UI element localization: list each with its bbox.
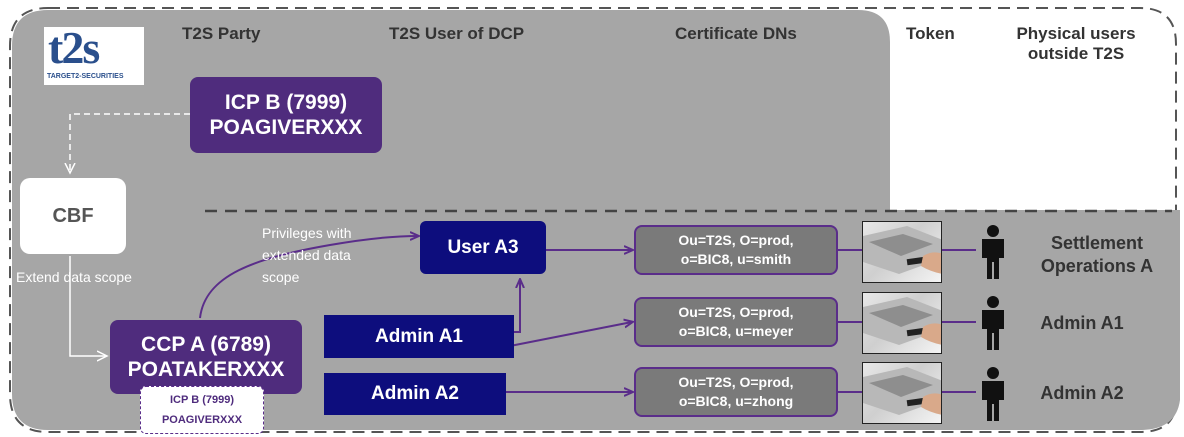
person-icon (982, 367, 1004, 421)
icp-b-small-line2: POAGIVERXXX (161, 414, 243, 426)
physical-user-admin-a1: Admin A1 (1022, 312, 1142, 335)
icpb-to-cbf-connector (70, 113, 190, 172)
icp-b-small-line1: ICP B (7999) (170, 394, 234, 406)
physical-user-2-line1: Admin A1 (1040, 313, 1124, 333)
icp-b-line2: POAGIVERXXX (209, 116, 363, 139)
header-token: Token (906, 24, 955, 43)
cert-zhong-line1: Ou=T2S, O=prod, (678, 374, 794, 390)
cert-meyer-line1: Ou=T2S, O=prod, (678, 304, 794, 320)
token-usb-icon (863, 367, 941, 415)
privileges-line3: scope (262, 269, 300, 285)
cert-meyer-line2: o=BIC8, u=meyer (678, 323, 794, 339)
physical-user-settlement-ops: Settlement Operations A (1022, 232, 1172, 278)
user-a3-box: User A3 (420, 221, 546, 274)
logo-mark: t2s (48, 22, 100, 73)
token-image-3 (862, 362, 942, 424)
cert-zhong-line2: o=BIC8, u=zhong (678, 393, 794, 409)
token-image-1 (862, 221, 942, 283)
physical-user-3-line1: Admin A2 (1040, 383, 1124, 403)
logo-subtext: TARGET2-SECURITIES (47, 73, 124, 80)
header-certificate-dns: Certificate DNs (675, 24, 797, 43)
outer-boundary (9, 7, 1177, 433)
privileges-label: Privileges with extended data scope (262, 222, 351, 288)
cbf-label: CBF (52, 204, 94, 227)
header-physical-users: Physical users outside T2S (992, 24, 1160, 64)
admin-a2-box: Admin A2 (324, 373, 506, 415)
admina1-to-usera3-arrow (514, 280, 520, 333)
user-a3-label: User A3 (447, 236, 519, 258)
person-icon (982, 296, 1004, 350)
token-usb-icon (863, 297, 941, 345)
certificate-dn-smith: Ou=T2S, O=prod, o=BIC8, u=smith (634, 225, 838, 275)
person-icon (982, 225, 1004, 279)
token-usb-icon (863, 226, 941, 274)
cbf-box: CBF (20, 178, 126, 254)
admin-a1-box: Admin A1 (324, 315, 514, 358)
icp-b-small-box: ICP B (7999) POAGIVERXXX (140, 386, 264, 434)
privileges-arrow (199, 236, 418, 319)
physical-user-1-line1: Settlement (1050, 233, 1144, 253)
admina1-to-cert-arrow (509, 322, 632, 347)
icp-b-line1: ICP B (7999) (224, 91, 348, 114)
cert-smith-line1: Ou=T2S, O=prod, (678, 232, 794, 248)
extend-data-scope-label: Extend data scope (16, 269, 132, 285)
ccp-a-line2: POATAKERXXX (127, 358, 285, 381)
header-party: T2S Party (182, 24, 261, 43)
icp-b-box: ICP B (7999) POAGIVERXXX (190, 77, 382, 153)
admin-a2-label: Admin A2 (371, 383, 459, 404)
certificate-dn-zhong: Ou=T2S, O=prod, o=BIC8, u=zhong (634, 367, 838, 417)
t2s-logo: t2s TARGET2-SECURITIES (44, 22, 144, 85)
header-physical-users-line2: outside T2S (1027, 44, 1125, 63)
cert-smith-line2: o=BIC8, u=smith (680, 251, 792, 267)
cbf-to-ccpa-connector (69, 256, 106, 356)
admin-a1-label: Admin A1 (375, 325, 463, 347)
header-physical-users-line1: Physical users (1016, 24, 1136, 43)
physical-user-admin-a2: Admin A2 (1022, 382, 1142, 405)
privileges-line1: Privileges with (262, 225, 352, 241)
token-image-2 (862, 292, 942, 354)
certificate-dn-meyer: Ou=T2S, O=prod, o=BIC8, u=meyer (634, 297, 838, 347)
ccp-a-box: CCP A (6789) POATAKERXXX (110, 320, 302, 394)
ccp-a-line1: CCP A (6789) (141, 333, 271, 356)
physical-user-1-line2: Operations A (1040, 256, 1154, 276)
privileges-line2: extended data (262, 247, 351, 263)
header-user-of-dcp: T2S User of DCP (389, 24, 525, 43)
